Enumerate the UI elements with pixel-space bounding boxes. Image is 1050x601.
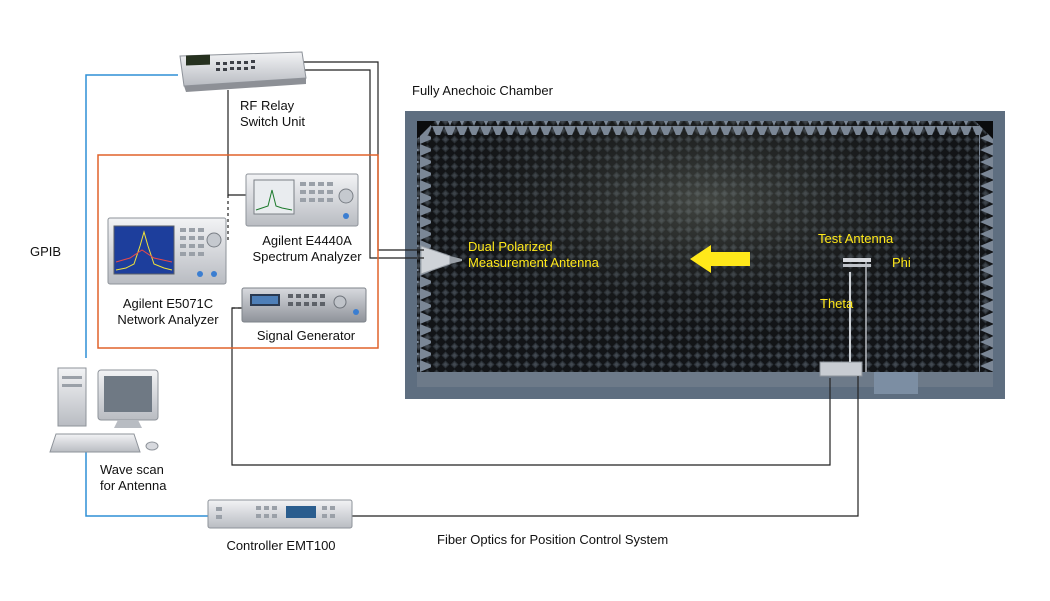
rf-relay-label-line1: RF Relay <box>240 98 295 113</box>
anechoic-chamber <box>405 111 1005 399</box>
controller-label: Controller EMT100 <box>226 538 336 553</box>
theta-label: Theta <box>820 296 854 311</box>
fiber-optics-line <box>352 376 859 517</box>
chamber-top-wedges <box>417 121 993 135</box>
siggen-to-positioner <box>231 307 831 466</box>
phi-label: Phi <box>892 255 911 270</box>
chamber-right-wedges <box>979 121 993 387</box>
gpib-line-bottom <box>85 452 210 517</box>
spectrum-analyzer-label-line2: Spectrum Analyzer <box>252 249 362 264</box>
rf-relay-label-line2: Switch Unit <box>240 114 306 129</box>
spectrum-analyzer-label: Agilent E4440A Spectrum Analyzer <box>244 233 370 265</box>
spectrum-analyzer <box>245 173 359 227</box>
pc-workstation <box>49 367 159 453</box>
measurement-antenna-label-line2: Measurement Antenna <box>468 255 599 270</box>
positioner-base <box>819 361 863 377</box>
connections <box>85 61 859 517</box>
positioner-control-box <box>874 372 918 394</box>
controller-emt100 <box>207 499 353 529</box>
network-analyzer-label: Agilent E5071C Network Analyzer <box>102 296 234 328</box>
relay-to-antenna-2 <box>304 69 424 259</box>
spectrum-analyzer-label-line1: Agilent E4440A <box>262 233 352 248</box>
rf-relay-switch-unit <box>179 51 307 92</box>
pc-label-line1: Wave scan <box>100 462 164 477</box>
instrument-group-border <box>97 154 379 349</box>
gpib-label: GPIB <box>30 244 62 259</box>
network-analyzer-label-line1: Agilent E5071C <box>122 296 214 311</box>
pc-keyboard <box>49 433 141 453</box>
signal-generator <box>241 287 367 323</box>
signal-generator-label: Signal Generator <box>256 328 356 343</box>
pc-label: Wave scan for Antenna <box>100 462 167 494</box>
measurement-antenna-label: Dual Polarized Measurement Antenna <box>468 239 599 271</box>
gpib-line-top <box>85 74 178 358</box>
pc-mouse <box>145 441 159 451</box>
rf-relay-label: RF Relay Switch Unit <box>240 98 305 130</box>
fiber-optics-label: Fiber Optics for Position Control System <box>437 532 669 547</box>
direction-arrow <box>690 245 750 273</box>
measurement-antenna-label-line1: Dual Polarized <box>468 239 553 254</box>
test-antenna-label: Test Antenna <box>818 231 894 246</box>
network-analyzer <box>107 217 227 285</box>
pc-label-line2: for Antenna <box>100 478 167 493</box>
test-antenna <box>843 258 871 262</box>
network-analyzer-label-line2: Network Analyzer <box>117 312 219 327</box>
chamber-label: Fully Anechoic Chamber <box>412 83 553 98</box>
